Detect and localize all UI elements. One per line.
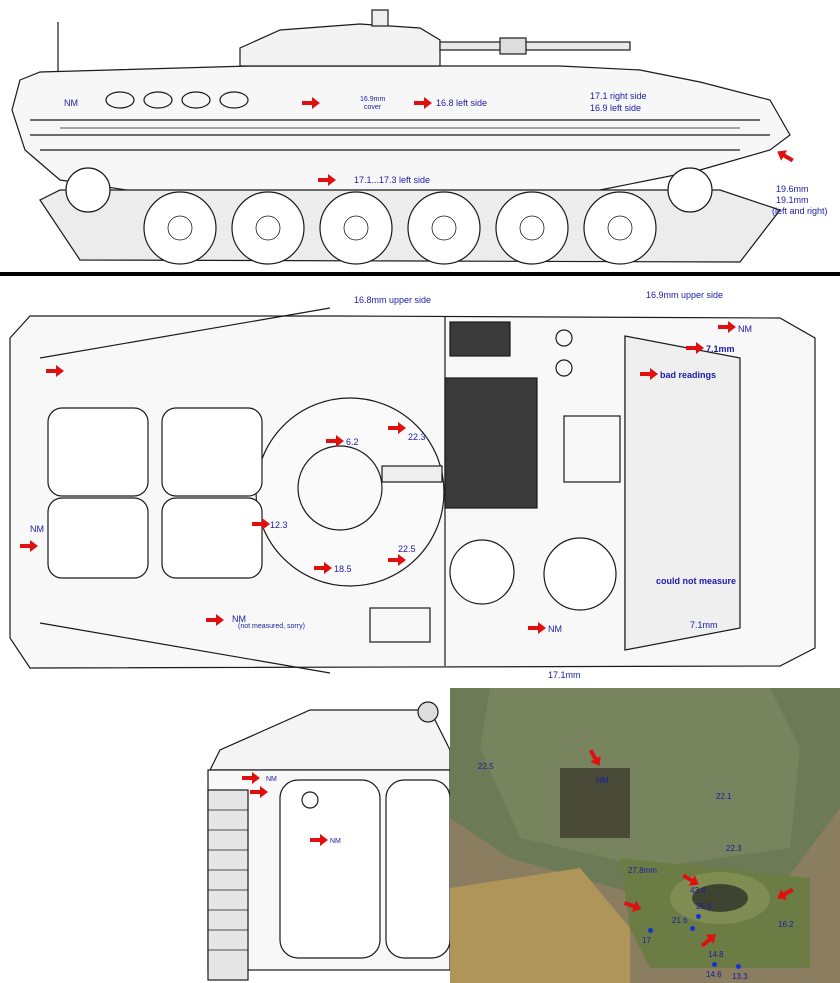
photo-label-nm: NM	[596, 776, 609, 785]
photo-label-22-3: 22.3	[726, 844, 742, 853]
measurement-dot	[696, 914, 701, 919]
label-turret-18-5: 18.5	[334, 564, 352, 574]
label-side-left-16-8: 16.8 left side	[436, 98, 488, 108]
top-view-drawing	[9, 307, 816, 674]
label-turret-6-2: 6.2	[346, 437, 359, 447]
red-arrow-icon	[777, 887, 794, 900]
measurement-dot	[648, 928, 653, 933]
label-side-front-lr: (left and right)	[772, 206, 828, 216]
label-rear-nm-2: NM	[330, 838, 341, 845]
label-top-not-measured: (not measured, sorry)	[238, 623, 305, 630]
label-turret-22-3: 22.3	[408, 432, 426, 442]
label-rear-nm-1: NM	[266, 776, 277, 783]
label-side-right-17-1: 17.1 right side	[590, 91, 647, 101]
label-side-cover-mm: 16.9mm	[360, 96, 386, 103]
red-arrow-icon	[588, 749, 601, 766]
rear-view-panel: NM NM	[180, 690, 450, 983]
measurement-dot	[736, 964, 741, 969]
red-arrow-icon	[206, 614, 224, 626]
red-arrow-icon	[314, 562, 332, 574]
label-rear-nm: NM	[30, 524, 44, 534]
label-side-lower-left: 17.1...17.3 left side	[354, 175, 431, 185]
photo-label-25-8: 25.8	[696, 902, 712, 911]
photo-label-22-5: 22.5	[478, 762, 494, 771]
label-top-front-7-1: 7.1mm	[706, 344, 735, 354]
photo-label-14-8: 14.8	[708, 950, 724, 959]
photo-label-43-4: 43.4	[690, 886, 706, 895]
red-arrow-icon	[414, 97, 432, 109]
label-side-nm: NM	[64, 98, 78, 108]
label-side-left-16-9: 16.9 left side	[590, 103, 642, 113]
red-arrow-icon	[242, 772, 260, 784]
side-view-drawing	[11, 9, 791, 265]
label-turret-22-5: 22.5	[398, 544, 416, 554]
separator-line	[0, 272, 840, 276]
turret-photo-panel: 22.5 NM 22.1 22.3 27.8mm 43.4 25.8 21.6 …	[450, 688, 840, 983]
label-side-cover: cover	[364, 104, 382, 111]
red-arrow-icon	[388, 554, 406, 566]
label-top-hatch-nm: NM	[548, 624, 562, 634]
red-arrow-icon	[302, 97, 320, 109]
photo-label-13-3: 13.3	[732, 972, 748, 981]
label-top-upper-16-8: 16.8mm upper side	[354, 295, 432, 305]
label-top-front-nm: NM	[738, 324, 752, 334]
red-arrow-icon	[718, 321, 736, 333]
red-arrow-icon	[686, 342, 704, 354]
red-arrow-icon	[388, 422, 406, 434]
photo-label-21-6: 21.6	[672, 916, 688, 925]
label-top-bottom-17-1: 17.1mm	[548, 670, 581, 680]
photo-label-14-6: 14.6	[706, 970, 722, 979]
red-arrow-icon	[640, 368, 658, 380]
photo-label-17: 17	[642, 936, 651, 945]
turret-photo	[450, 688, 840, 983]
red-arrow-icon	[777, 150, 794, 163]
top-view-panel: 16.8mm upper side 16.9mm upper side NM 7…	[0, 278, 840, 688]
red-arrow-icon	[682, 873, 699, 886]
photo-label-27-8: 27.8mm	[628, 866, 657, 875]
red-arrow-icon	[318, 174, 336, 186]
red-arrow-icon	[250, 786, 268, 798]
red-arrow-icon	[700, 934, 716, 948]
label-top-could-not-measure: could not measure	[656, 576, 737, 586]
measurement-dot	[690, 926, 695, 931]
label-top-glacis-7-1: 7.1mm	[690, 620, 718, 630]
red-arrow-icon	[623, 900, 642, 912]
side-view-panel: NM 16.9mm cover 16.8 left side 17.1 righ…	[0, 0, 840, 272]
red-arrow-icon	[310, 834, 328, 846]
label-turret-12-3: 12.3	[270, 520, 288, 530]
rear-view-drawing	[207, 701, 450, 981]
photo-label-16-2: 16.2	[778, 920, 794, 929]
red-arrow-icon	[46, 365, 64, 377]
label-side-front-19-1: 19.1mm	[776, 195, 809, 205]
label-side-front-19-6: 19.6mm	[776, 184, 809, 194]
red-arrow-icon	[326, 435, 344, 447]
red-arrow-icon	[252, 518, 270, 530]
measurement-dot	[712, 962, 717, 967]
label-top-rear-bottom-nm: NM	[232, 614, 246, 624]
red-arrow-icon	[528, 622, 546, 634]
label-top-bad-readings: bad readings	[660, 370, 717, 380]
photo-label-22-1: 22.1	[716, 792, 732, 801]
label-top-upper-16-9: 16.9mm upper side	[646, 290, 724, 300]
red-arrow-icon	[20, 540, 38, 552]
